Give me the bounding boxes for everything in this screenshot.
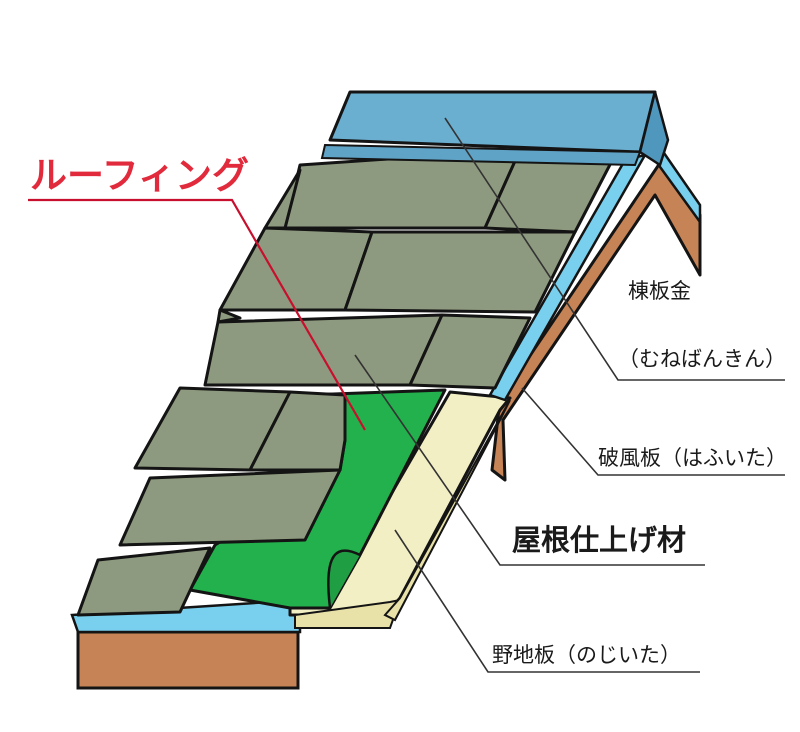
roofing-label: ルーフィング xyxy=(30,154,249,197)
barge-board-leader xyxy=(521,387,785,476)
barge-board-label: 破風板（はふいた） xyxy=(598,446,787,470)
shingle xyxy=(203,313,444,387)
ridge-metal-leader xyxy=(444,117,785,381)
shingle xyxy=(263,168,302,230)
shingle xyxy=(216,308,242,324)
roof-shingles xyxy=(76,148,617,617)
roof-finish-leader xyxy=(354,354,705,566)
sheathing-label: 野地板（のじいた） xyxy=(492,643,681,667)
shingle xyxy=(248,390,347,472)
ridge-metal-label: 棟板金 xyxy=(628,279,691,303)
shingle xyxy=(408,313,532,390)
leader-lines xyxy=(28,117,785,673)
shingle xyxy=(76,546,212,617)
ridge-metal xyxy=(320,90,670,167)
roof-finish-label: 屋根仕上げ材 xyxy=(512,523,686,557)
sheathing-leader xyxy=(394,529,700,673)
ridge-metal-reading-label: （むねばんきん） xyxy=(618,347,786,371)
shingle xyxy=(343,230,577,314)
eave-board xyxy=(70,598,302,690)
roofing-leader xyxy=(28,198,366,431)
shingle xyxy=(118,468,342,547)
